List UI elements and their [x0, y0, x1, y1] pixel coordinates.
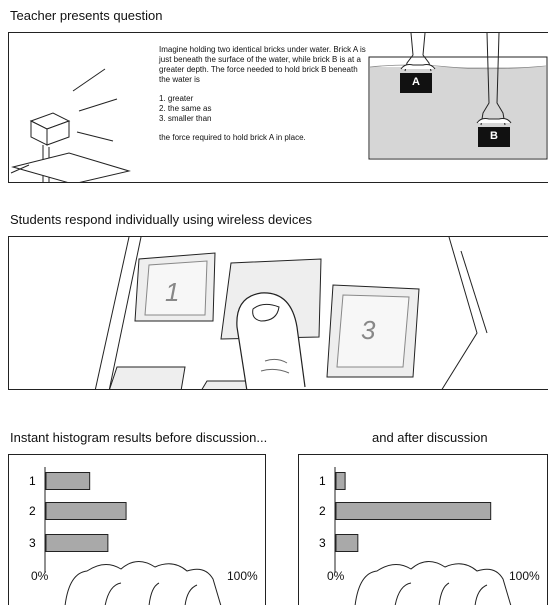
category-label: 1: [29, 474, 36, 488]
step2-heading: Students respond individually using wire…: [10, 212, 313, 227]
keypad-key-label: 1: [165, 277, 180, 307]
projector-illustration: [10, 68, 131, 182]
category-label: 3: [319, 536, 326, 550]
answer-option: 3. smaller than: [159, 114, 212, 123]
histogram-after-panel: 1 2 3 0% 100%: [298, 454, 548, 605]
brick-tank-illustration: [368, 33, 548, 160]
brick-b-label: B: [490, 130, 498, 142]
x-axis-min-label: 0%: [327, 569, 345, 583]
histogram-bar-2: [45, 502, 127, 520]
keypad-panel: 1 3: [8, 236, 548, 390]
students-crowd-illustration: [354, 561, 512, 605]
question-text: Imagine holding two identical bricks und…: [159, 45, 369, 143]
histogram-bar-3: [335, 534, 359, 552]
wireless-keypad-illustration: [94, 237, 488, 389]
histogram-after-heading: and after discussion: [372, 430, 488, 445]
histogram-after-chart: 1 2 3: [319, 467, 512, 605]
category-label: 1: [319, 474, 326, 488]
x-axis-max-label: 100%: [227, 569, 258, 583]
brick-a-label: A: [412, 76, 420, 88]
keypad-key-label: 3: [361, 315, 376, 345]
step1-heading: Teacher presents question: [10, 8, 163, 23]
histogram-bar-3: [45, 534, 109, 552]
x-axis-max-label: 100%: [509, 569, 540, 583]
question-ending: the force required to hold brick A in pl…: [159, 133, 306, 142]
students-crowd-illustration: [64, 561, 222, 605]
histogram-bar-1: [45, 472, 91, 490]
category-label: 3: [29, 536, 36, 550]
x-axis-min-label: 0%: [31, 569, 49, 583]
category-label: 2: [319, 504, 326, 518]
histogram-bar-1: [335, 472, 346, 490]
histogram-bar-2: [335, 502, 492, 520]
histogram-before-chart: 1 2 3: [29, 467, 222, 605]
answer-option: 1. greater: [159, 94, 194, 103]
histogram-before-heading: Instant histogram results before discuss…: [10, 430, 268, 445]
answer-option: 2. the same as: [159, 104, 212, 113]
question-panel: Imagine holding two identical bricks und…: [8, 32, 548, 183]
answer-options: 1. greater 2. the same as 3. smaller tha…: [159, 94, 369, 124]
question-body: Imagine holding two identical bricks und…: [159, 45, 366, 84]
histogram-before-panel: 1 2 3 0% 100%: [8, 454, 266, 605]
category-label: 2: [29, 504, 36, 518]
